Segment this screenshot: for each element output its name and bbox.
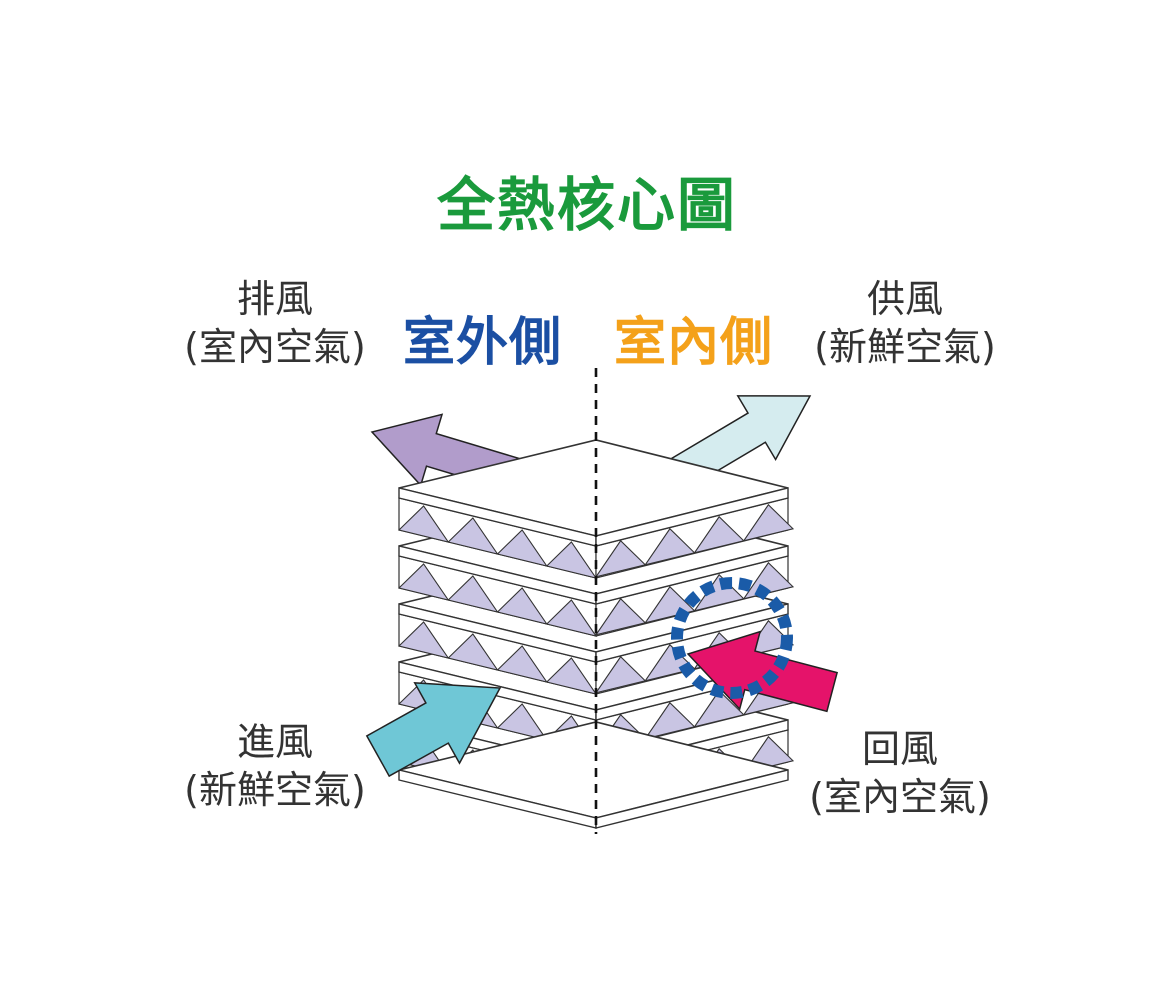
intake-label-sub: (新鮮空氣) [184,768,366,812]
fin-left [545,541,598,579]
fin-left [447,517,499,555]
fin-left [397,621,450,659]
fin-right [693,515,745,554]
intake-label-main: 進風 [236,720,313,764]
fin-left [397,505,450,543]
return-label-sub: (室內空氣) [809,775,991,819]
fin-left [397,563,450,601]
diagram-title: 全熱核心圖 [436,171,737,239]
fin-right [693,689,745,728]
core-plate [398,721,789,829]
fin-left [545,657,598,695]
highlight-circle-icon [671,577,793,699]
fin-left [447,633,499,671]
fin-right [594,655,647,694]
fin-right [643,527,696,566]
front-arrows [365,630,839,778]
fin-left [496,645,549,683]
return-arrow-icon [686,630,839,713]
supply-label-sub: (新鮮空氣) [814,325,996,369]
return-label-main: 回風 [861,727,938,771]
core-stack [397,439,795,829]
supply-label-main: 供風 [866,277,943,321]
fin-left [496,587,549,625]
fin-layer [397,497,795,579]
outdoor-side-label: 室外側 [403,313,563,373]
return-label: 回風 (室內空氣) [775,725,1025,821]
fin-right [742,503,795,542]
core-plate [398,439,789,547]
exhaust-label-sub: (室內空氣) [184,325,366,369]
fin-left [447,575,499,613]
fin-left [545,599,598,637]
intake-arrow-icon [365,682,502,778]
exhaust-label: 排風 (室內空氣) [150,275,400,371]
indoor-side-label: 室內側 [614,313,774,373]
supply-label: 供風 (新鮮空氣) [780,275,1030,371]
fin-left [496,529,549,567]
fin-right [643,701,696,740]
exhaust-label-main: 排風 [236,277,313,321]
fin-right [594,597,647,636]
plate-right-edge [595,487,789,547]
fin-right [594,539,647,578]
fin-left [496,703,549,741]
intake-label: 進風 (新鮮空氣) [150,718,400,814]
